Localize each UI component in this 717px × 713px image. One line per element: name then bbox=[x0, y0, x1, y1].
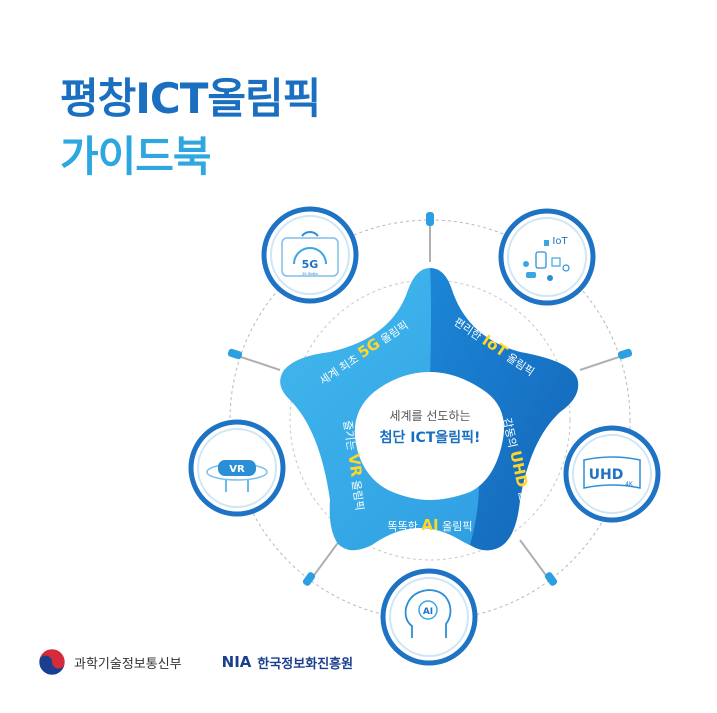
heart-icon bbox=[523, 261, 529, 267]
circle-iot: IoT bbox=[498, 208, 596, 306]
circle-vr: VR bbox=[188, 419, 286, 517]
gauge-icon bbox=[293, 247, 327, 265]
footer: 과학기술정보통신부 NIA 한국정보화진흥원 bbox=[38, 646, 353, 678]
music-icon bbox=[562, 264, 570, 272]
center-line-2: 첨단 ICT올림픽! bbox=[380, 429, 481, 446]
vr-headset-icon bbox=[218, 460, 256, 476]
taegeuk-emblem-icon bbox=[38, 648, 66, 676]
uhd-4k-label: 4K bbox=[625, 481, 634, 488]
ai-label: AI bbox=[423, 607, 433, 617]
head-icon bbox=[404, 589, 452, 638]
car-icon bbox=[526, 272, 536, 278]
inner-dashed-ring bbox=[289, 279, 571, 561]
circle-ai: AI bbox=[380, 568, 478, 666]
uhd-label: UHD bbox=[589, 467, 624, 483]
iot-label: IoT bbox=[552, 236, 568, 247]
star-shape-dark bbox=[430, 268, 579, 551]
tablet-icon bbox=[281, 237, 339, 277]
spoke-ends bbox=[227, 212, 633, 586]
star-center bbox=[354, 372, 504, 500]
calendar-icon bbox=[551, 257, 561, 267]
nia-logo: NIA bbox=[221, 653, 252, 671]
arm-vr-text: 즐기는 VR 올림픽 bbox=[340, 419, 370, 512]
5g-speed: 20 Gbit/s bbox=[302, 272, 318, 276]
vr-label: VR bbox=[229, 464, 245, 475]
spokes bbox=[237, 220, 623, 579]
curved-tv-icon bbox=[583, 456, 641, 489]
circle-5g: 5G 20 Gbit/s bbox=[261, 206, 359, 304]
phone-icon bbox=[535, 251, 547, 269]
center-line-1: 세계를 선도하는 bbox=[389, 409, 470, 423]
ministry-name: 과학기술정보통신부 bbox=[74, 656, 182, 672]
title-line-2: 가이드북 bbox=[60, 132, 212, 181]
brain-icon bbox=[418, 600, 438, 620]
vr-face-icon bbox=[225, 480, 249, 492]
nia-name: 한국정보화진흥원 bbox=[257, 656, 354, 672]
user-icon bbox=[547, 275, 553, 281]
cup-icon bbox=[544, 240, 549, 246]
arm-ai-text: 똑똑한 AI 올림픽 bbox=[388, 516, 473, 534]
wifi-icon bbox=[301, 231, 319, 237]
5g-label: 5G bbox=[302, 258, 319, 271]
title-line-1: 평창ICT올림픽 bbox=[60, 74, 321, 123]
circle-uhd: UHD 4K bbox=[563, 425, 661, 523]
